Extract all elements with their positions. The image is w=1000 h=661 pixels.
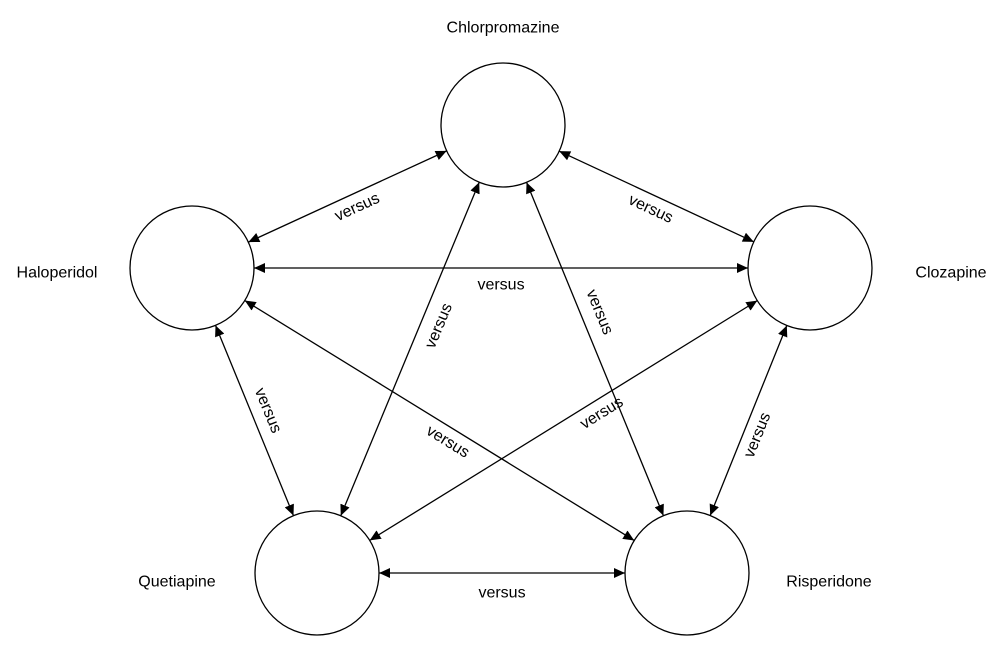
edge-label-haloperidol-quetiapine: versus <box>251 386 285 436</box>
edge-chlorpromazine-risperidone-arrow <box>525 182 665 516</box>
edge-clozapine-risperidone-arrow <box>709 325 788 516</box>
node-risperidone-circle <box>624 510 750 636</box>
node-risperidone-label: Risperidone <box>786 574 871 591</box>
node-quetiapine-label: Quetiapine <box>138 574 215 591</box>
edge-label-clozapine-risperidone: versus <box>741 410 774 460</box>
node-haloperidol-circle <box>129 205 255 331</box>
node-clozapine-circle <box>747 205 873 331</box>
node-chlorpromazine-label: Chlorpromazine <box>447 20 560 37</box>
node-haloperidol-label: Haloperidol <box>17 265 98 282</box>
edge-chlorpromazine-haloperidol-arrow <box>248 150 447 243</box>
edge-chlorpromazine-quetiapine-arrow <box>340 182 480 516</box>
edge-label-haloperidol-risperidone: versus <box>423 422 472 461</box>
edge-label-quetiapine-risperidone: versus <box>478 585 525 602</box>
node-clozapine-label: Clozapine <box>915 265 986 282</box>
edge-label-chlorpromazine-clozapine: versus <box>626 192 676 227</box>
edge-clozapine-quetiapine-arrow <box>369 300 758 541</box>
nodes-group <box>129 62 873 636</box>
edge-label-clozapine-quetiapine: versus <box>577 394 626 433</box>
node-quetiapine-circle <box>254 510 380 636</box>
edge-chlorpromazine-clozapine-arrow <box>558 150 755 243</box>
edges-group <box>214 150 788 578</box>
edge-label-haloperidol-clozapine: versus <box>477 277 524 294</box>
node-chlorpromazine-circle <box>440 62 566 188</box>
edge-label-chlorpromazine-haloperidol: versus <box>332 190 382 225</box>
